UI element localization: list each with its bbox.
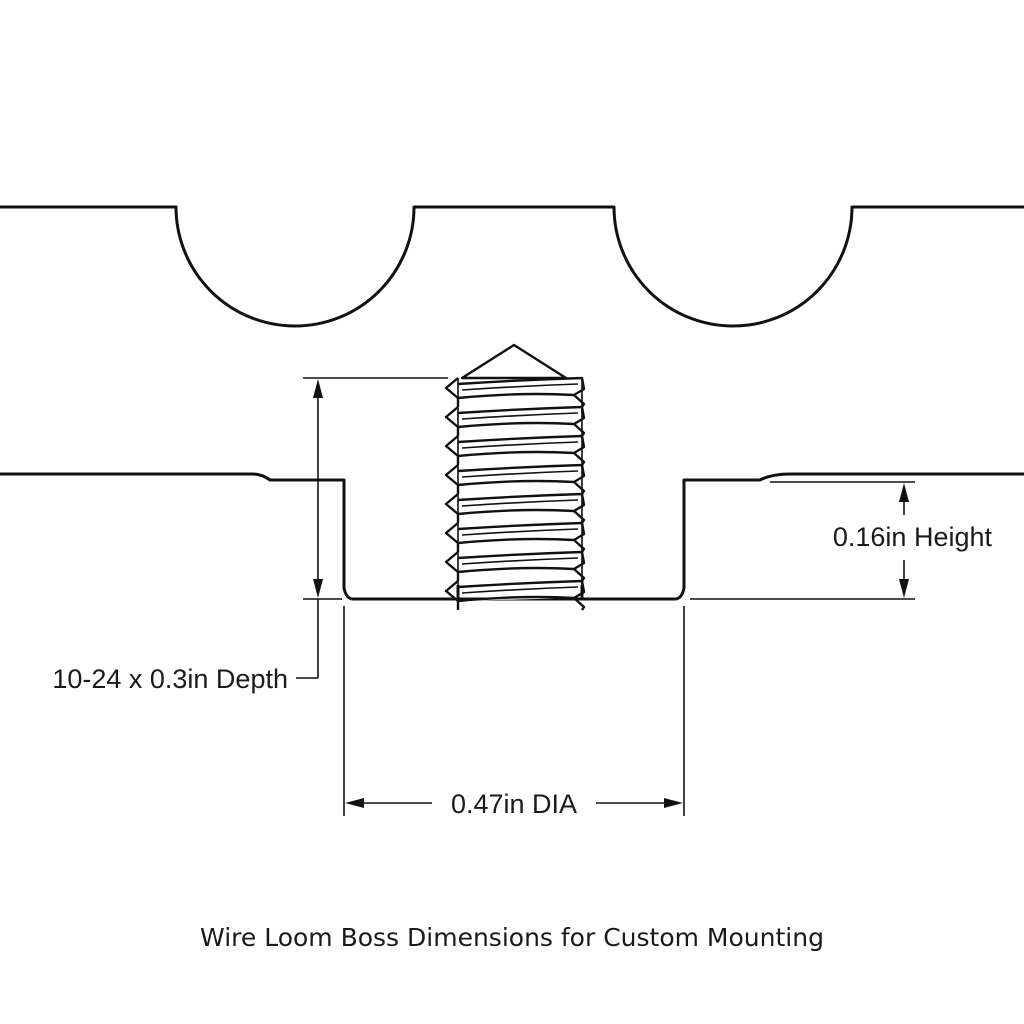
thread-crest-line [461,499,579,507]
boss-right-shoulder [675,472,1024,601]
diameter-arrow-left [345,798,364,808]
thread-crest-line [461,470,579,478]
thread-crest-line [461,441,579,449]
thread-tooth [444,492,586,524]
height-label: 0.16in Height [833,522,993,552]
thread-teeth [444,376,586,611]
thread-tooth [444,550,586,582]
depth-dimension: 10-24 x 0.3in Depth [52,377,448,694]
thread-crest-line [461,528,579,536]
thread-tooth [444,463,586,495]
threaded-insert [444,343,586,611]
thread-tip [460,343,568,380]
depth-arrow-top [313,379,323,398]
thread-crest-line [461,412,579,420]
height-arrow-top [899,483,909,502]
thread-crest-line [461,383,579,391]
thread-tooth [444,405,586,437]
depth-arrow-bottom [313,579,323,598]
diameter-label: 0.47in DIA [451,789,577,819]
figure-caption: Wire Loom Boss Dimensions for Custom Mou… [200,923,824,952]
thread-tooth [444,579,586,611]
thread-tooth [444,434,586,466]
thread-crest-line [461,557,579,565]
thread-crest-line [461,586,579,594]
thread-tooth [444,521,586,553]
height-arrow-bottom [899,579,909,598]
wire-channel-profile [0,205,1024,328]
thread-tooth [444,376,586,408]
diameter-dimension: 0.47in DIA [343,606,685,819]
height-dimension: 0.16in Height [690,481,993,600]
depth-label: 10-24 x 0.3in Depth [52,664,288,694]
boss-left-shoulder [0,472,353,601]
diameter-arrow-right [664,798,683,808]
